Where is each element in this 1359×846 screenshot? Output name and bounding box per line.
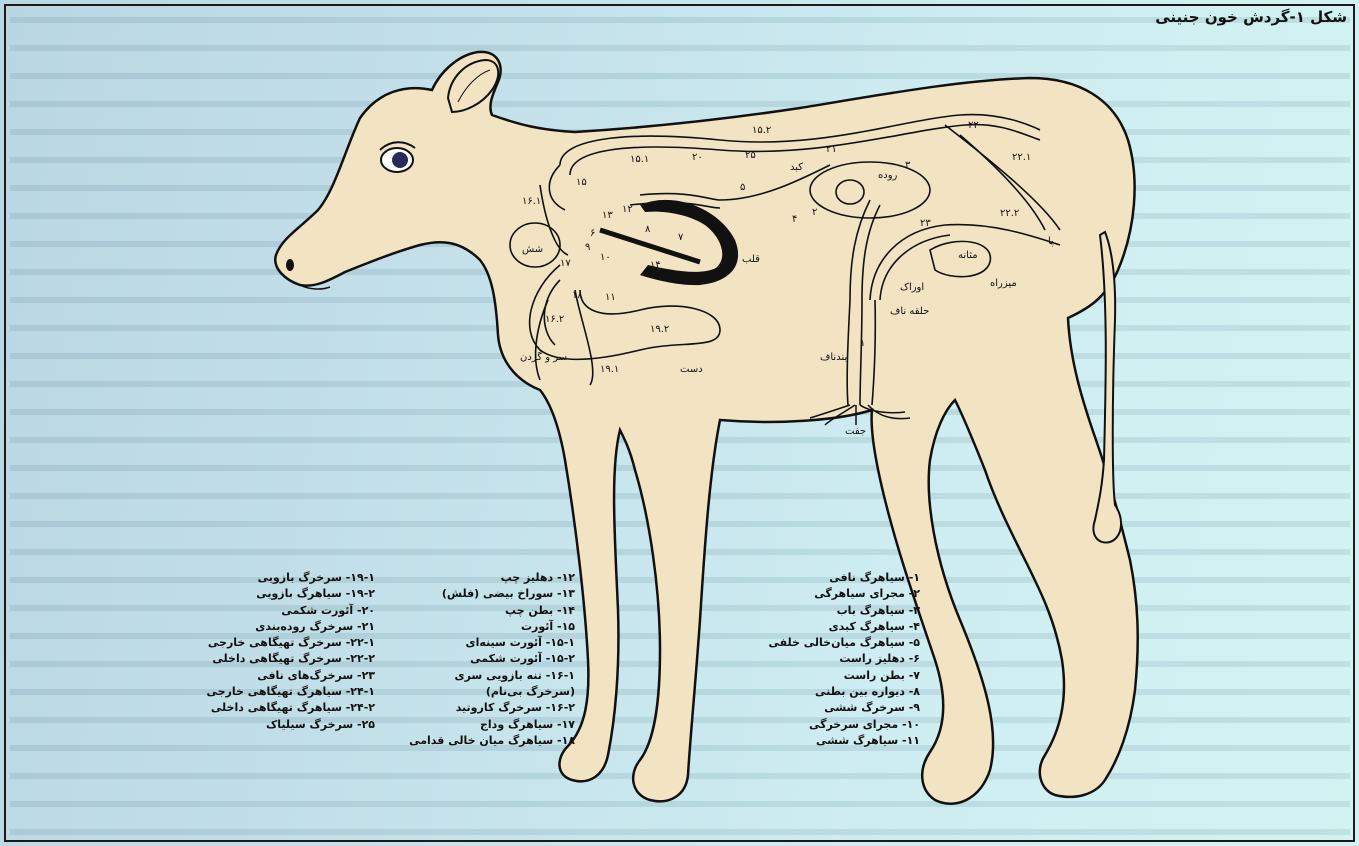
num-2: ۲ (812, 207, 817, 218)
num-15-2: ۱۵.۲ (752, 125, 771, 136)
legend-item: ۳- سیاهرگ باب (770, 603, 920, 619)
num-15: ۱۵ (576, 177, 587, 188)
num-4: ۴ (792, 214, 797, 225)
num-23: ۲۳ (920, 218, 931, 229)
legend-item: ۲۲-۲- سرخرگ تهیگاهی داخلی (195, 651, 375, 667)
legend-item: ۲۴-۱- سیاهرگ تهیگاهی خارجی (195, 684, 375, 700)
num-1: ۱ (860, 338, 865, 349)
legend-item: ۱۳- سوراخ بیضی (فلش) (395, 586, 575, 602)
num-11: ۱۱ (605, 292, 616, 303)
num-10: ۱۰ (600, 252, 611, 263)
legend-item: ۴- سیاهرگ کبدی (770, 619, 920, 635)
num-3: ۳ (905, 160, 911, 171)
legend-item: ۱۰- مجرای سرخرگی (770, 717, 920, 733)
legend-item: (سرخرگ بی‌نام) (395, 684, 575, 700)
legend-item: ۲۰- آئورت شکمی (195, 603, 375, 619)
num-22-2: ۲۲.۲ (1000, 208, 1019, 219)
num-20: ۲۰ (692, 152, 703, 163)
legend-item: ۱۹-۱- سرخرگ بازویی (195, 570, 375, 586)
num-19-2: ۱۹.۲ (650, 324, 669, 335)
legend-item: ۱۷- سیاهرگ وداج (395, 717, 575, 733)
num-14: ۱۴ (650, 260, 661, 271)
calf-nostril (286, 259, 294, 271)
legend-item: ۱- سیاهرگ نافی (770, 570, 920, 586)
legend-item: ۱۴- بطن چپ (395, 603, 575, 619)
num-6: ۶ (590, 228, 595, 239)
num-16-1: ۱۶.۱ (522, 196, 541, 207)
label-kabed: کبد (790, 162, 803, 173)
legend-item: ۱۱- سیاهرگ ششی (770, 733, 920, 749)
num-18: ۱۸ (572, 290, 583, 301)
legend-item: ۱۸- سیاهرگ میان خالی قدامی (395, 733, 575, 749)
legend-item: ۲۵- سرخرگ سیلیاک (195, 717, 375, 733)
legend-item: ۷- بطن راست (770, 668, 920, 684)
num-17: ۱۷ (560, 258, 571, 269)
calf-pupil (392, 152, 408, 168)
legend-column-2: ۱۲- دهلیز چپ ۱۳- سوراخ بیضی (فلش) ۱۴- بط… (395, 570, 575, 749)
num-19-1: ۱۹.۱ (600, 364, 619, 375)
label-jeft: جفت (845, 426, 866, 437)
legend-item: ۲۳- سرخرگ‌های نافی (195, 668, 375, 684)
label-ghalb: قلب (742, 254, 760, 265)
num-16-2: ۱۶.۲ (545, 314, 564, 325)
legend-item: ۱۶-۱- تنه بازویی سری (395, 668, 575, 684)
num-21: ۲۱ (826, 144, 837, 155)
num-7: ۷ (678, 232, 684, 243)
num-5: ۵ (740, 182, 745, 193)
label-roodeh: روده (878, 170, 898, 181)
legend-item: ۱۵- آئورت (395, 619, 575, 635)
num-15-1: ۱۵.۱ (630, 154, 649, 165)
label-mizrah: میزراه (990, 278, 1017, 289)
legend-item: ۵- سیاهرگ میان‌خالی خلفی (770, 635, 920, 651)
label-sar-gardan: سر و گردن (520, 351, 567, 363)
legend-item: ۱۵-۱- آئورت سینه‌ای (395, 635, 575, 651)
legend-item: ۹- سرخرگ ششی (770, 700, 920, 716)
label-shosh: شش (522, 244, 543, 255)
legend-item: ۲- مجرای سیاهرگی (770, 586, 920, 602)
legend-column-3: ۱۹-۱- سرخرگ بازویی ۱۹-۲- سیاهرگ بازویی ۲… (195, 570, 375, 733)
legend-item: ۱۲- دهلیز چپ (395, 570, 575, 586)
legend-item: ۶- دهلیز راست (770, 651, 920, 667)
num-25: ۲۵ (745, 150, 756, 161)
label-mesaneh: مثانه (958, 250, 978, 261)
legend-item: ۲۴-۲- سیاهرگ تهیگاهی داخلی (195, 700, 375, 716)
num-9: ۹ (585, 242, 590, 253)
label-halgheh-naf: حلقه ناف (890, 306, 929, 317)
legend-item: ۲۱- سرخرگ روده‌بندی (195, 619, 375, 635)
label-dast: دست (680, 364, 703, 375)
num-13: ۱۳ (602, 210, 613, 221)
legend-item: ۸- دیواره بین بطنی (770, 684, 920, 700)
label-pa: پا (1048, 236, 1054, 247)
legend-column-1: ۱- سیاهرگ نافی ۲- مجرای سیاهرگی ۳- سیاهر… (770, 570, 920, 749)
legend-item: ۱۶-۲- سرخرگ کاروتید (395, 700, 575, 716)
legend-item: ۱۹-۲- سیاهرگ بازویی (195, 586, 375, 602)
legend-item: ۲۲-۱- سرخرگ تهیگاهی خارجی (195, 635, 375, 651)
num-12: ۱۲ (622, 204, 633, 215)
label-ourak: اوراک (900, 282, 924, 293)
num-22-1: ۲۲.۱ (1012, 152, 1031, 163)
legend-item: ۱۵-۲- آئورت شکمی (395, 651, 575, 667)
num-8: ۸ (645, 224, 651, 235)
label-bandnaf: بندناف (820, 352, 847, 363)
num-22: ۲۲ (968, 120, 979, 131)
